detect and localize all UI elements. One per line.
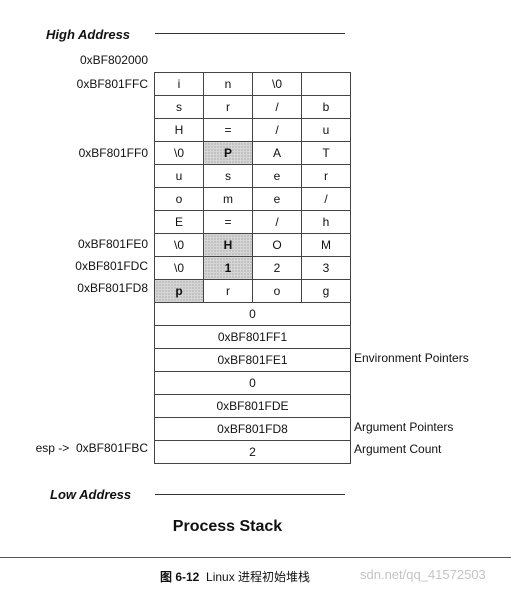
stack-cell: i: [154, 72, 204, 96]
stack-cell: r: [301, 164, 351, 188]
stack-cell: \0: [252, 72, 302, 96]
address-label-fdc: 0xBF801FDC: [75, 259, 148, 273]
stack-cell: H: [154, 118, 204, 142]
stack-cell-highlighted: H: [203, 233, 253, 257]
stack-word-cell: 0: [154, 371, 351, 395]
esp-pointer-label: esp ->: [35, 441, 70, 455]
address-label-ffc: 0xBF801FFC: [76, 77, 148, 91]
low-address-divider: [155, 494, 345, 495]
stack-word-row: 0: [154, 371, 351, 395]
stack-cell: E: [154, 210, 204, 234]
stack-word-cell: 0xBF801FF1: [154, 325, 351, 349]
stack-cell: g: [301, 279, 351, 303]
esp-address: 0xBF801FBC: [75, 441, 148, 455]
stack-cell: T: [301, 141, 351, 165]
address-label-fe0: 0xBF801FE0: [77, 237, 148, 251]
address-label-fd8: 0xBF801FD8: [77, 281, 148, 295]
stack-cell: [301, 72, 351, 96]
address-label-top: 0xBF802000: [79, 53, 148, 67]
stack-cell: 3: [301, 256, 351, 280]
diagram-title: Process Stack: [172, 518, 283, 535]
stack-cell: =: [203, 118, 253, 142]
stack-cell: h: [301, 210, 351, 234]
stack-cell: /: [252, 118, 302, 142]
stack-cell: M: [301, 233, 351, 257]
stack-cell: A: [252, 141, 302, 165]
stack-word-row: 0xBF801FDE: [154, 394, 351, 418]
address-label-esp: esp -> 0xBF801FBC: [36, 441, 148, 455]
watermark: sdn.net/qq_41572503: [360, 567, 486, 582]
figure-caption-text: Linux 进程初始堆栈: [206, 570, 311, 584]
stack-word-row: 2: [154, 440, 351, 464]
stack-cell-highlighted: P: [203, 141, 253, 165]
stack-cell: /: [301, 187, 351, 211]
figure-caption: 图 6-12 Linux 进程初始堆栈: [160, 568, 310, 585]
stack-word-cell: 0xBF801FE1: [154, 348, 351, 372]
stack-cell: =: [203, 210, 253, 234]
stack-cell: s: [154, 95, 204, 119]
stack-cell: e: [252, 164, 302, 188]
environment-pointers-label: Environment Pointers: [354, 351, 469, 365]
caption-divider: [0, 557, 511, 558]
stack-word-cell: 0xBF801FD8: [154, 417, 351, 441]
address-label-ff0: 0xBF801FF0: [78, 146, 148, 160]
stack-word-row: 0xBF801FD8: [154, 417, 351, 441]
stack-cell: O: [252, 233, 302, 257]
stack-word-row: 0xBF801FF1: [154, 325, 351, 349]
stack-cell: u: [301, 118, 351, 142]
stack-cell: s: [203, 164, 253, 188]
stack-cell-highlighted: p: [154, 279, 204, 303]
low-address-label: Low Address: [50, 487, 132, 502]
stack-cell: \0: [154, 256, 204, 280]
stack-char-row: E=/h: [154, 210, 351, 234]
figure-number: 图 6-12: [160, 570, 200, 584]
stack-cell: m: [203, 187, 253, 211]
stack-char-row: H=/u: [154, 118, 351, 142]
stack-cell: \0: [154, 233, 204, 257]
stack-cell: /: [252, 95, 302, 119]
stack-cell: o: [252, 279, 302, 303]
stack-cell: u: [154, 164, 204, 188]
stack-cell: n: [203, 72, 253, 96]
stack-cell: r: [203, 95, 253, 119]
stack-word-cell: 0xBF801FDE: [154, 394, 351, 418]
high-address-label: High Address: [46, 27, 131, 42]
stack-word-cell: 2: [154, 440, 351, 464]
stack-cell: r: [203, 279, 253, 303]
argument-pointers-label: Argument Pointers: [354, 420, 454, 434]
stack-cell: b: [301, 95, 351, 119]
stack-cell-highlighted: 1: [203, 256, 253, 280]
stack-cell: e: [252, 187, 302, 211]
stack-word-cell: 0: [154, 302, 351, 326]
stack-cell: o: [154, 187, 204, 211]
argument-count-label: Argument Count: [354, 442, 442, 456]
stack-word-row: 0xBF801FE1: [154, 348, 351, 372]
stack-cell: 2: [252, 256, 302, 280]
stack-cell: /: [252, 210, 302, 234]
high-address-divider: [155, 33, 345, 34]
stack-cell: \0: [154, 141, 204, 165]
stack-word-row: 0: [154, 302, 351, 326]
